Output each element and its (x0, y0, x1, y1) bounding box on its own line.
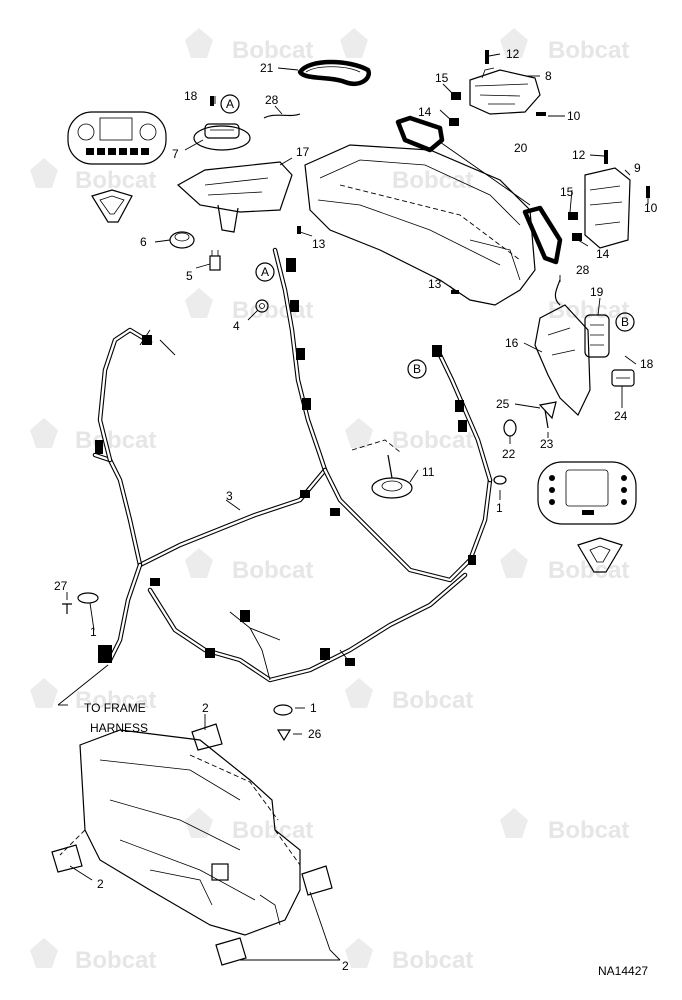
callout-8: 8 (545, 69, 552, 83)
part-7-bracket (193, 123, 251, 151)
to-frame-harness-note: TO FRAME HARNESS (84, 701, 148, 735)
note-line-1: TO FRAME (84, 701, 146, 715)
display-panel (67, 111, 167, 165)
part-11-horn (351, 439, 413, 499)
callout-4: 4 (233, 319, 240, 333)
callout-10: 10 (567, 109, 581, 123)
callout-28: 28 (576, 263, 590, 277)
callout-14: 14 (596, 247, 610, 261)
part-28-wire (263, 113, 561, 306)
console-body (304, 144, 536, 306)
watermark-layer: Bobcat Bobcat Bobcat Bobcat Bobcat Bobca… (30, 28, 629, 974)
part-23-pin (544, 409, 549, 429)
callout-18: 18 (640, 357, 654, 371)
callout-28: 28 (265, 93, 279, 107)
callout-24: 24 (614, 409, 628, 423)
callout-9: 9 (634, 161, 641, 175)
callout-10: 10 (644, 201, 658, 215)
callout-12: 12 (572, 148, 586, 162)
part-24-switch (611, 369, 635, 387)
part-3-harness (92, 247, 493, 683)
callout-23: 23 (540, 437, 554, 451)
callout-6: 6 (140, 235, 147, 249)
callout-26: 26 (308, 727, 322, 741)
part-9-housing (584, 167, 631, 249)
part-1-clamps (77, 475, 507, 716)
right-fob-shape (577, 537, 623, 573)
part-27-screw (62, 603, 72, 614)
callout-2: 2 (97, 877, 104, 891)
part-25-part (538, 401, 557, 420)
part-4-grommet (255, 299, 269, 313)
callout-13: 13 (428, 277, 442, 291)
part-16-bracket (534, 304, 591, 417)
callout-22: 22 (502, 447, 516, 461)
watermark: Bobcat (232, 37, 313, 64)
callout-20: 20 (514, 141, 528, 155)
callout-1: 1 (90, 625, 97, 639)
callout-25: 25 (496, 397, 510, 411)
part-5-connector (209, 250, 221, 271)
part-21-seal (297, 59, 371, 87)
callout-16: 16 (505, 336, 519, 350)
callout-7: 7 (172, 147, 179, 161)
callout-13: 13 (312, 237, 326, 251)
watermark: Bobcat (232, 817, 313, 844)
right-display (537, 461, 637, 525)
callout-1: 1 (310, 701, 317, 715)
watermark: Bobcat (392, 687, 473, 714)
callout-2: 2 (202, 701, 209, 715)
watermark: Bobcat (548, 37, 629, 64)
drawing-number: NA14427 (598, 964, 648, 978)
watermark: Bobcat (75, 167, 156, 194)
bottom-panel (59, 729, 301, 936)
ref-a-label: A (261, 265, 269, 279)
part-26-screw (276, 729, 292, 742)
watermark: Bobcat (75, 427, 156, 454)
watermark: Bobcat (548, 297, 629, 324)
part-8-housing (469, 67, 541, 115)
leader-lines (57, 53, 649, 961)
callout-14: 14 (418, 105, 432, 119)
part-6-knob (169, 231, 195, 249)
ref-b-label: B (621, 315, 629, 329)
callout-17: 17 (296, 145, 310, 159)
callout-11: 11 (422, 465, 435, 479)
watermark: Bobcat (392, 947, 473, 974)
callout-18: 18 (184, 89, 198, 103)
watermark: Bobcat (548, 817, 629, 844)
watermark: Bobcat (232, 557, 313, 584)
key-fob-shape (91, 189, 133, 223)
reference-markers: A A B B (220, 94, 635, 379)
watermark: Bobcat (392, 167, 473, 194)
watermark: Bobcat (548, 557, 629, 584)
callout-15: 15 (435, 71, 449, 85)
part-22-cap (503, 419, 517, 437)
ref-b-label: B (413, 362, 421, 376)
part-19-switch (584, 314, 610, 358)
callout-5: 5 (186, 269, 193, 283)
callout-12: 12 (506, 47, 520, 61)
watermark: Bobcat (75, 687, 156, 714)
watermark: Bobcat (232, 297, 313, 324)
part-17-panel (176, 161, 293, 233)
part-2-pads (51, 723, 333, 966)
callout-27: 27 (54, 579, 68, 593)
callout-15: 15 (560, 185, 574, 199)
callout-labels: 21 12 8 15 18 28 14 10 7 17 20 12 9 15 1… (54, 47, 658, 973)
note-line-2: HARNESS (90, 721, 148, 735)
callout-19: 19 (590, 285, 604, 299)
callout-21: 21 (260, 61, 274, 75)
ref-a-label: A (226, 97, 234, 111)
callout-3: 3 (226, 489, 233, 503)
watermark: Bobcat (75, 947, 156, 974)
part-20-belt (395, 115, 563, 265)
callout-1: 1 (496, 501, 503, 515)
callout-2: 2 (342, 959, 349, 973)
